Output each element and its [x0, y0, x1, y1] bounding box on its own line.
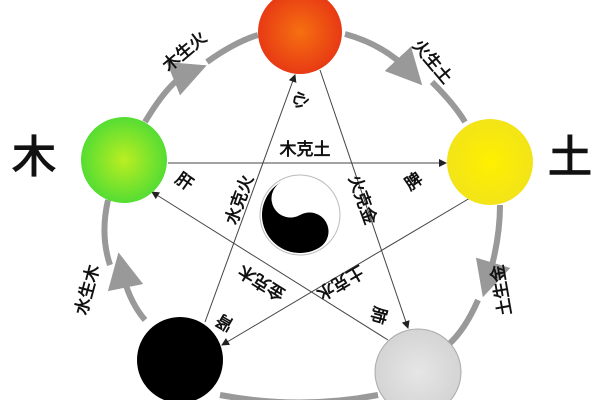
label-wood-controls-earth: 木克土	[279, 139, 331, 160]
arrow-fire-earth	[344, 31, 423, 86]
wood-label: 木	[12, 132, 56, 183]
arrow-water-wood-arc2	[101, 199, 113, 266]
label-earth-controls-water: 土克水	[312, 261, 368, 305]
wood-circle	[81, 117, 167, 203]
label-wood-generates-fire: 木生火	[158, 27, 212, 77]
earth-circle	[447, 119, 533, 205]
label-fire-generates-earth: 火生土	[408, 35, 457, 88]
label-metal-controls-wood: 金克木	[234, 259, 290, 305]
arrow-earth-metal-arc2	[445, 298, 481, 348]
label-earth-generates-metal: 土生金	[487, 262, 517, 317]
arrow-fire-earth-arc2	[429, 79, 468, 124]
arrow-water-wood	[107, 252, 148, 322]
earth-label: 土	[548, 132, 592, 183]
arrow-earth-metal	[475, 204, 511, 298]
organ-heart: 心	[289, 90, 312, 110]
generating-cycle	[101, 31, 511, 400]
fire-circle	[258, 0, 342, 74]
label-fire-controls-metal: 火克金	[344, 172, 382, 228]
organ-kidney: 肾	[213, 309, 238, 335]
metal-circle	[374, 328, 462, 400]
line-earth-water	[221, 197, 471, 346]
arrow-metal-water	[219, 392, 379, 400]
arrow-wood-fire	[142, 61, 207, 124]
line-water-fire	[204, 74, 297, 323]
line-metal-wood	[151, 191, 389, 341]
organ-lung: 肺	[366, 304, 390, 326]
label-water-generates-wood: 水生木	[71, 262, 105, 318]
yin-yang-icon	[259, 174, 341, 256]
arrow-fire-fire-arc	[205, 32, 259, 65]
organ-liver: 肝	[171, 169, 196, 195]
organ-spleen: 脾	[401, 168, 427, 195]
label-water-controls-fire: 水克火	[221, 171, 259, 227]
controlling-star	[151, 69, 471, 346]
line-fire-metal	[319, 69, 410, 329]
water-circle	[137, 317, 223, 400]
